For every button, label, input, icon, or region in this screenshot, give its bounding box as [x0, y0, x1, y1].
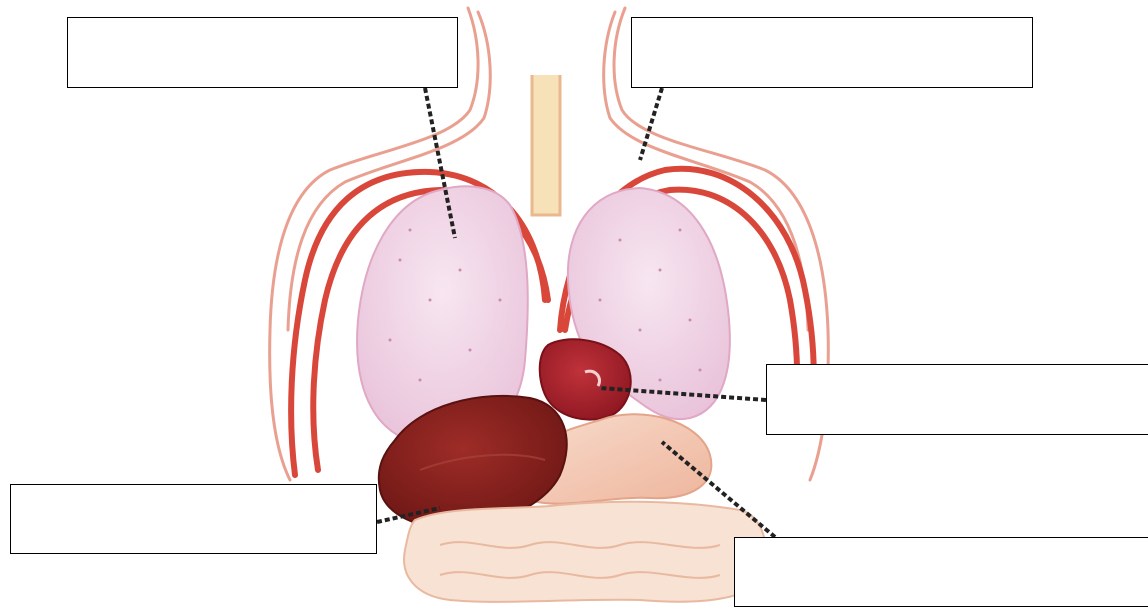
label-box-top-left[interactable]	[67, 17, 458, 88]
trachea	[532, 75, 560, 215]
label-box-bottom-left[interactable]	[10, 484, 377, 554]
intestines	[404, 502, 766, 602]
label-box-bottom-right[interactable]	[734, 537, 1148, 607]
label-box-middle-right[interactable]	[766, 364, 1148, 435]
label-box-top-right[interactable]	[631, 17, 1033, 88]
